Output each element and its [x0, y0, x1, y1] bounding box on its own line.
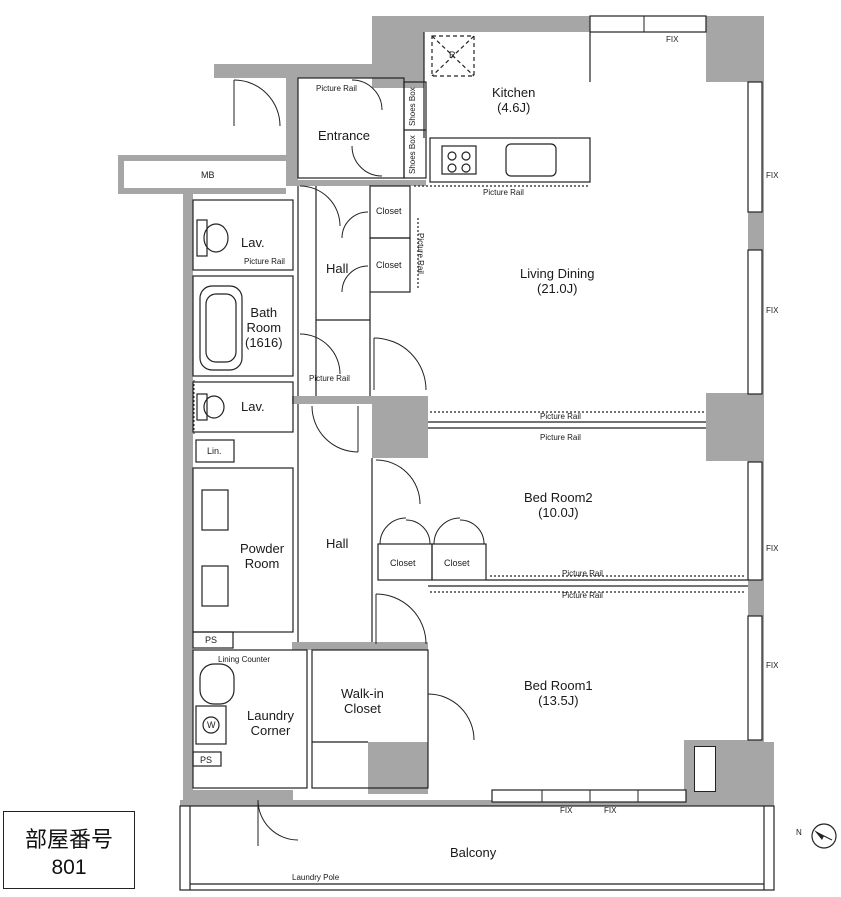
fix-bottom-2-label: FIX — [604, 806, 617, 815]
pipe-space-powder-label: PS — [205, 635, 218, 645]
window-mullions — [541, 16, 645, 802]
fix-right-4-label: FIX — [766, 661, 779, 670]
kitchen-label: Kitchen(4.6J) — [492, 85, 536, 115]
hall-closet-upper-label: Closet — [376, 206, 402, 216]
bedroom2-closet-left-label: Closet — [390, 558, 416, 568]
picture-rail-hall-label: Picture Rail — [309, 374, 350, 383]
pipe-space-box — [694, 746, 716, 792]
bedroom2-closet-right-label: Closet — [444, 558, 470, 568]
picture-rail-hall-vertical-label: Picture Rail — [416, 232, 426, 274]
picture-rail-bedroom2-top-label: Picture Rail — [540, 433, 581, 442]
fix-bottom-1-label: FIX — [560, 806, 573, 815]
balcony-label: Balcony — [450, 845, 497, 860]
shoes-box-lower-label: Shoes Box — [408, 135, 417, 175]
fix-right-3-label: FIX — [766, 544, 779, 553]
lav-lower-label: Lav. — [241, 399, 265, 414]
door-swings — [193, 79, 485, 846]
picture-rail-lav-label: Picture Rail — [244, 257, 285, 266]
fix-top-label: FIX — [666, 35, 679, 44]
lav-upper-label: Lav. — [241, 235, 265, 250]
living-dining-label: Living Dining(21.0J) — [520, 266, 595, 296]
bedroom1-label: Bed Room1(13.5J) — [524, 678, 593, 708]
walls — [118, 16, 774, 806]
hall-lower-label: Hall — [326, 536, 349, 551]
pipe-space-laundry-label: PS — [200, 755, 213, 765]
north-label: N — [796, 828, 802, 837]
picture-rail-bedroom1-label: Picture Rail — [562, 591, 603, 600]
fix-right-1-label: FIX — [766, 171, 779, 180]
refrigerator-label: R — [449, 50, 456, 60]
picture-rail-living-label: Picture Rail — [540, 412, 581, 421]
entrance-label: Entrance — [318, 128, 371, 143]
fix-right-2-label: FIX — [766, 306, 779, 315]
picture-rail-kitchen-label: Picture Rail — [483, 188, 524, 197]
linen-closet-label: Lin. — [207, 446, 222, 456]
bedroom2-label: Bed Room2(10.0J) — [524, 490, 593, 520]
lining-counter-label: Lining Counter — [218, 655, 271, 664]
wall-lines — [179, 15, 775, 891]
unit-number: 801 — [51, 856, 87, 879]
picture-rail-bedroom2-bottom-label: Picture Rail — [562, 569, 603, 578]
washer-label: W — [207, 720, 216, 730]
unit-title: 部屋番号 — [24, 828, 113, 853]
hall-upper-label: Hall — [326, 261, 349, 276]
north-arrow-icon: N — [796, 818, 840, 854]
hall-closet-lower-label: Closet — [376, 260, 402, 270]
laundry-pole-label: Laundry Pole — [292, 873, 340, 882]
unit-number-box: 部屋番号 801 — [3, 811, 135, 889]
shoes-box-upper-label: Shoes Box — [408, 87, 417, 127]
meter-box-label: MB — [201, 170, 215, 180]
picture-rail-entrance-label: Picture Rail — [316, 84, 357, 93]
